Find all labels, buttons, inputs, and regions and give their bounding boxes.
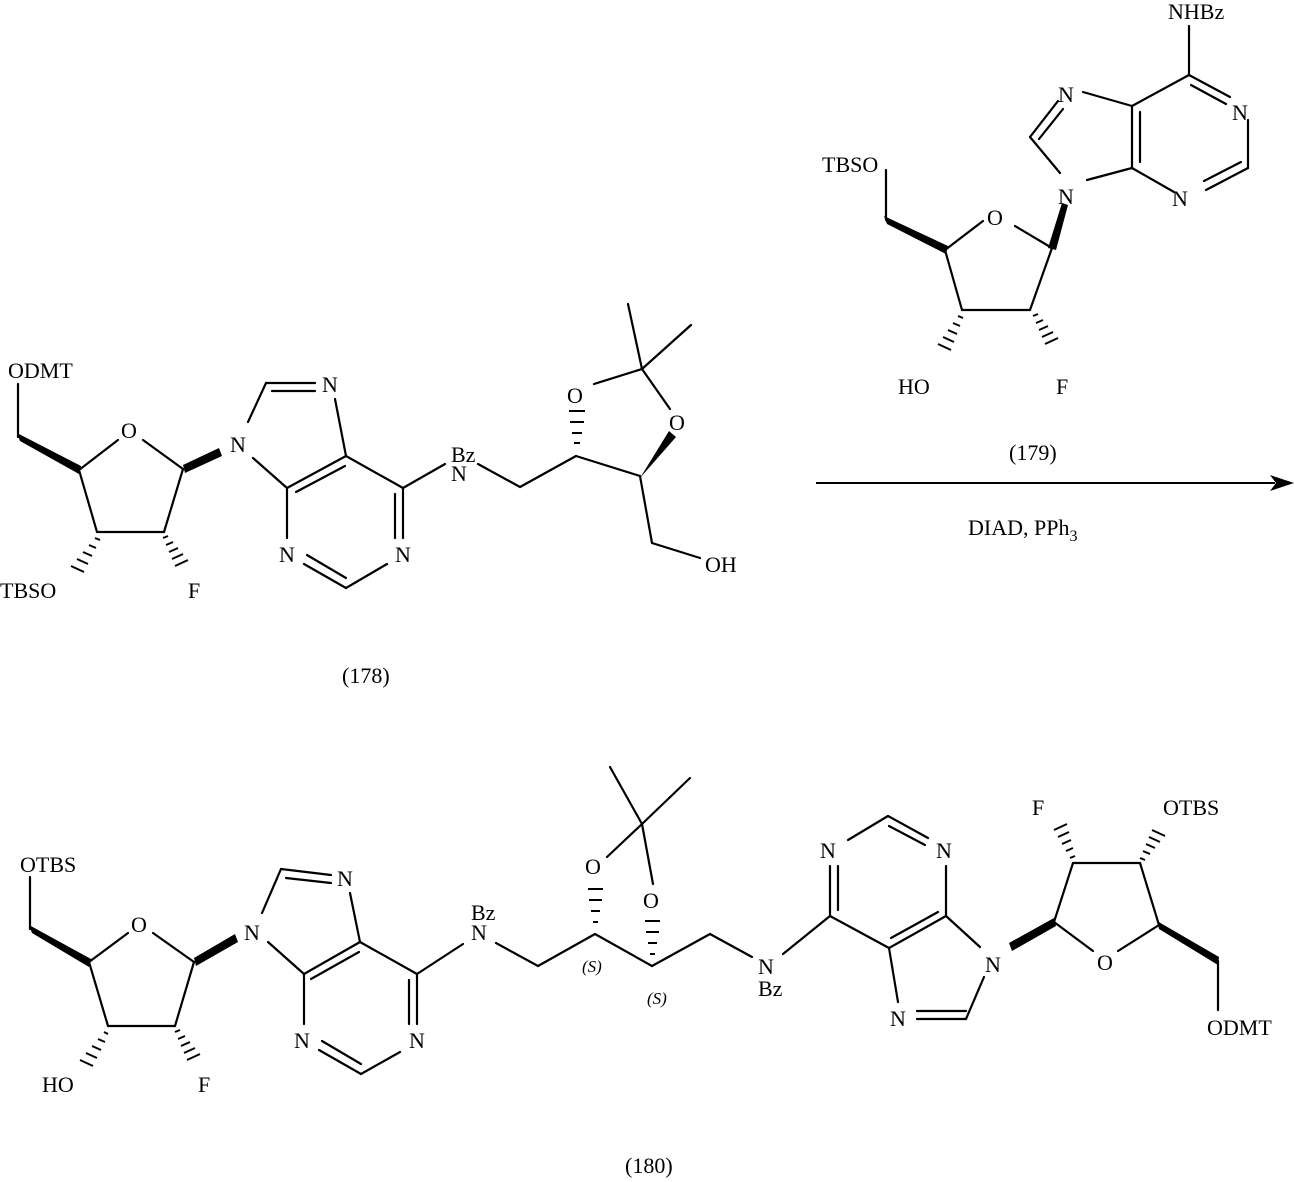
atom-label: TBSO xyxy=(0,578,56,603)
atom-label: O xyxy=(643,888,659,913)
compound-179: TBSO HO F O N N N N NHBz xyxy=(822,0,1250,399)
atom-label: ODMT xyxy=(1207,1015,1272,1040)
hash-bond xyxy=(1032,313,1059,345)
hash-bond xyxy=(1053,823,1076,859)
hash-bond xyxy=(162,535,189,567)
atom-label: N xyxy=(279,542,295,567)
atom-label: N xyxy=(409,1028,425,1053)
wedge-bond xyxy=(1009,918,1056,951)
atom-label: O xyxy=(121,418,137,443)
atom-label: N xyxy=(1232,100,1248,125)
stereo-descriptor: (S) xyxy=(647,989,667,1008)
atom-label: N xyxy=(985,952,1001,977)
compound-180: OTBS HO F O N N N N Bz N O O (S) (S) N B… xyxy=(20,765,1272,1178)
atom-label: O xyxy=(669,410,685,435)
atom-label: N xyxy=(230,432,246,457)
wedge-bond xyxy=(1048,203,1068,250)
atom-label: N xyxy=(758,954,774,979)
atom-label: N xyxy=(936,838,952,863)
atom-label: HO xyxy=(42,1072,74,1097)
atom-label: N xyxy=(451,461,467,486)
atom-label: N xyxy=(1058,82,1074,107)
compound-label-178: (178) xyxy=(342,663,390,688)
hash-bond xyxy=(1139,829,1166,861)
atom-label: OTBS xyxy=(1163,795,1219,820)
atom-label: O xyxy=(987,205,1003,230)
atom-label: TBSO xyxy=(822,152,878,177)
atom-label: F xyxy=(1032,795,1044,820)
atom-label: N xyxy=(294,1028,310,1053)
atom-label: Bz xyxy=(471,900,496,925)
hash-bond xyxy=(569,410,585,444)
atom-label: N xyxy=(890,1006,906,1031)
atom-label: N xyxy=(1058,184,1074,209)
atom-label: F xyxy=(188,578,200,603)
atom-label: Bz xyxy=(451,442,476,467)
atom-label: N xyxy=(820,838,836,863)
hash-bond xyxy=(645,920,660,955)
atom-label: F xyxy=(198,1072,210,1097)
hash-bond xyxy=(937,315,964,351)
atom-label: OTBS xyxy=(20,852,76,877)
atom-label: F xyxy=(1056,374,1068,399)
atom-label: N xyxy=(322,372,338,397)
atom-label: N xyxy=(244,920,260,945)
hash-bond xyxy=(588,888,603,923)
wedge-bond xyxy=(194,934,238,966)
reagent-conditions: DIAD, PPh3 xyxy=(968,515,1077,545)
atom-label: O xyxy=(1097,950,1113,975)
compound-178: ODMT TBSO F O N N N N Bz N O O OH (178) xyxy=(0,302,737,688)
atom-label: Bz xyxy=(758,976,783,1001)
atom-label: N xyxy=(337,866,353,891)
atom-label: O xyxy=(585,854,601,879)
reagent-label-179: (179) xyxy=(1009,440,1057,465)
hash-bond xyxy=(174,1029,201,1061)
atom-label: HO xyxy=(898,374,930,399)
atom-label: N xyxy=(1172,186,1188,211)
atom-label: NHBz xyxy=(1168,0,1224,24)
atom-label: N xyxy=(471,920,487,945)
atom-label: O xyxy=(567,383,583,408)
wedge-bond xyxy=(640,431,676,478)
atom-label: O xyxy=(131,912,147,937)
hash-bond xyxy=(79,1031,109,1067)
atom-label: ODMT xyxy=(8,358,73,383)
wedge-bond xyxy=(183,448,222,473)
wedge-bond xyxy=(17,433,81,474)
wedge-bond xyxy=(884,216,948,254)
atom-label: N xyxy=(395,542,411,567)
wedge-bond xyxy=(1157,921,1219,965)
arrow-head-icon xyxy=(1270,475,1294,491)
reaction-arrow: (179) DIAD, PPh3 xyxy=(816,440,1294,545)
atom-label: OH xyxy=(705,552,737,577)
compound-label-180: (180) xyxy=(625,1153,673,1178)
stereo-descriptor: (S) xyxy=(582,957,602,976)
hash-bond xyxy=(70,537,101,573)
wedge-bond xyxy=(29,925,91,967)
